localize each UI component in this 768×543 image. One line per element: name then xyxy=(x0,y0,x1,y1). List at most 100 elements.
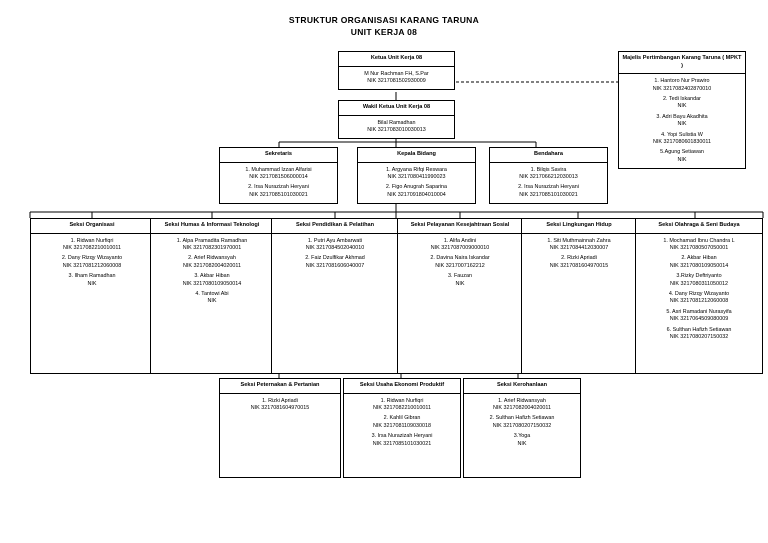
node-header: Seksi Pendidikan & Pelatihan xyxy=(272,219,398,234)
member-name: 2. Irsa Nurazizah Heryani xyxy=(518,184,579,191)
node-seksi-pendidikan-pelatihan[interactable]: Seksi Pendidikan & Pelatihan 1. Putri Ay… xyxy=(271,218,399,374)
member-name: 5. Asri Ramadani Nurasyifa xyxy=(666,308,732,315)
member-name: 2. Sulthan Hafizh Setiawan xyxy=(489,415,555,422)
node-seksi-olahraga-seni-budaya[interactable]: Seksi Olahraga & Seni Budaya 1. Mochamad… xyxy=(635,218,763,374)
page-title: STRUKTUR ORGANISASI KARANG TARUNA UNIT K… xyxy=(0,14,768,38)
node-ketua-unit-kerja[interactable]: Ketua Unit Kerja 08 M Nur Rachman FH, S.… xyxy=(338,51,455,91)
node-header: Seksi Olahraga & Seni Budaya xyxy=(636,219,762,234)
member-name: 2. Irsa Nurazizah Heryani xyxy=(248,184,309,191)
node-header: Seksi Humas & Informasi Teknologi xyxy=(151,219,273,234)
member-nik: NIK 3217084412030007 xyxy=(549,245,609,251)
node-header: Seksi Kerohanlaan xyxy=(464,379,580,394)
member-nik: NIK 3217082301970001 xyxy=(182,245,242,251)
node-header: Seksi Peternakan & Pertanian xyxy=(220,379,340,394)
member-nik: NIK 3217081606040007 xyxy=(305,262,365,269)
member-name: 3.Rizky Deftriyanto xyxy=(676,273,722,280)
member-nik: NIK 3217080207150032 xyxy=(669,334,729,341)
member-nik: NIK xyxy=(87,280,97,287)
member-nik: NIK 3217084502040010 xyxy=(305,245,365,251)
member-nik: NIK 3217081506000014 xyxy=(249,174,308,180)
member-nik: NIK 3217082004020011 xyxy=(182,262,242,269)
member-name: 5.Agung Setiawan xyxy=(660,149,704,156)
node-header: Seksi Lingkungan Hidup xyxy=(522,219,636,234)
member-nik: NIK xyxy=(677,121,687,128)
member-nik: NIK 3217080411990023 xyxy=(387,174,446,180)
node-seksi-usaha-ekonomi-produktif[interactable]: Seksi Usaha Ekonomi Produktif 1. Ridwan … xyxy=(343,378,461,478)
member-name: Bilal Ramadhan xyxy=(377,119,416,126)
member-name: 1. Argyana Rifqi Reswara xyxy=(386,166,447,173)
node-seksi-pelayanan-kesejahtraan-sosial[interactable]: Seksi Pelayanan Kesejahtraan Sosial 1. A… xyxy=(397,218,523,374)
member-nik: NIK 3217087009000010 xyxy=(430,245,490,251)
member-nik: NIK 3217082210010011 xyxy=(62,245,122,251)
member-nik: NIK 3217064509080009 xyxy=(669,316,729,323)
member-name: 1. Bilqis Savira xyxy=(530,166,567,173)
node-seksi-lingkungan-hidup[interactable]: Seksi Lingkungan Hidup 1. Siti Muthmainn… xyxy=(521,218,637,374)
node-header: Seksi Usaha Ekonomi Produktif xyxy=(344,379,460,394)
member-nik: NIK 3217080109050014 xyxy=(182,280,242,287)
member-name: 4. Yopi Sulistia W xyxy=(661,131,703,138)
member-name: 2. Akbar Hiban xyxy=(681,255,717,262)
member-name: 1. Muhammad Izzan Alfarisi xyxy=(245,166,312,173)
node-header: Kepala Bidang xyxy=(358,148,475,163)
member-nik: NIK xyxy=(455,280,465,287)
title-line-1: STRUKTUR ORGANISASI KARANG TARUNA xyxy=(288,15,480,25)
member-name: 2. Arief Ridwansyah xyxy=(188,255,236,262)
member-nik: NIK 3217081212060008 xyxy=(669,298,729,305)
node-seksi-peternakan-pertanian[interactable]: Seksi Peternakan & Pertanian 1. Rizki Ap… xyxy=(219,378,341,478)
node-majelis-pertimbangan[interactable]: Majelis Pertimbangan Karang Taruna ( MPK… xyxy=(618,51,746,170)
member-name: 1. Rizki Apriadi xyxy=(262,397,298,404)
member-name: 2. Kahlil Gibran xyxy=(383,415,421,422)
member-name: 1. Arief Ridwansyah xyxy=(498,397,546,404)
member-nik: NIK 3217081604970015 xyxy=(549,262,609,269)
member-name: 2. Figo Anugrah Saparina xyxy=(385,184,448,191)
node-header: Ketua Unit Kerja 08 xyxy=(339,52,454,67)
member-nik: NIK 3217080207150032 xyxy=(492,422,552,429)
node-header: Seksi Organisasi xyxy=(31,219,153,234)
node-seksi-humas-informasi-teknologi[interactable]: Seksi Humas & Informasi Teknologi 1. Alp… xyxy=(150,218,274,374)
member-name: 3.Yoga xyxy=(513,433,531,440)
member-name: 1. Hantoro Nur Prawiro xyxy=(654,78,710,85)
member-name: 2. Dany Rizqy Wizayanto xyxy=(61,255,123,262)
member-nik: NIK 3217082004020011 xyxy=(492,405,552,411)
member-nik: NIK 3217091804010004 xyxy=(387,191,446,198)
member-name: 3. Akbar Hiban xyxy=(194,273,230,280)
member-nik: NIK 3217081502930009 xyxy=(367,78,426,84)
node-header: Seksi Pelayanan Kesejahtraan Sosial xyxy=(398,219,522,234)
node-wakil-ketua-unit-kerja[interactable]: Wakil Ketua Unit Kerja 08 Bilal Ramadhan… xyxy=(338,100,455,140)
member-name: 2. Faiz Dzulfikar Akhmad xyxy=(305,255,365,262)
